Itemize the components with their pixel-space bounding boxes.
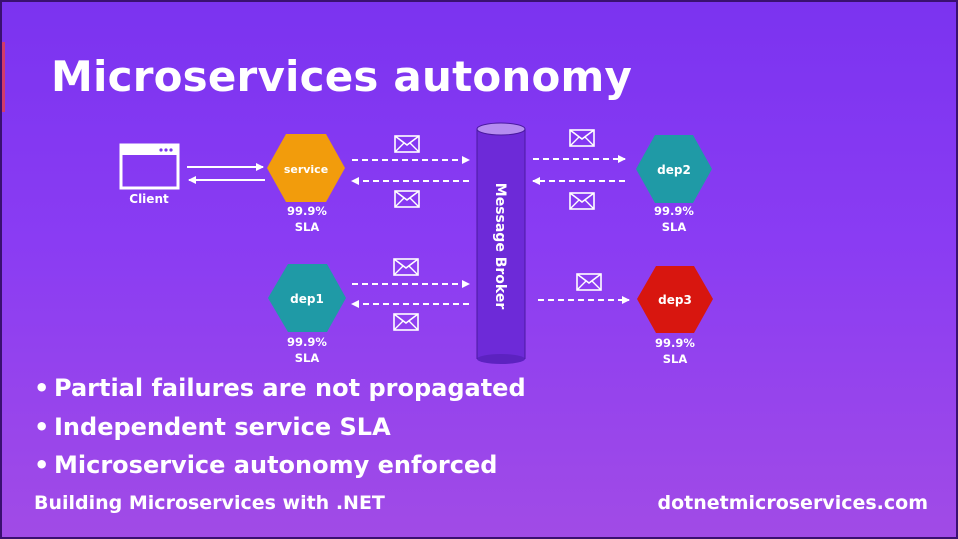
architecture-diagram: Client service 99.9% SLA dep1 99.9% SLA … [119, 122, 713, 366]
dep1-label: dep1 [290, 292, 324, 306]
bullet-item: •Microservice autonomy enforced [34, 451, 498, 479]
dep3-sla-value: 99.9% [655, 336, 695, 350]
envelope-icon [393, 313, 419, 331]
service-label: service [284, 163, 328, 176]
dep3-label: dep3 [658, 293, 692, 307]
dep3-sla-unit: SLA [663, 352, 688, 366]
service-sla-value: 99.9% [287, 204, 327, 218]
envelope-icon [394, 135, 420, 153]
edge-accent [2, 42, 5, 112]
dep1-sla-unit: SLA [295, 351, 320, 365]
envelope-icon [394, 190, 420, 208]
broker-label: Message Broker [492, 183, 508, 310]
dep2-label: dep2 [657, 163, 691, 177]
dep2-sla-value: 99.9% [654, 204, 694, 218]
envelope-icon [569, 192, 595, 210]
service-sla-unit: SLA [295, 220, 320, 234]
bullet-item: •Independent service SLA [34, 412, 391, 441]
client-label: Client [129, 192, 169, 206]
slide-title: Microservices autonomy [51, 52, 633, 101]
bullet-item: •Partial failures are not propagated [34, 374, 526, 402]
envelope-icon [393, 258, 419, 276]
dep2-node: dep2 [636, 135, 712, 203]
dep3-node: dep3 [637, 266, 713, 333]
bullet-list: •Partial failures are not propagated •In… [34, 369, 526, 485]
dep2-sla-unit: SLA [662, 220, 687, 234]
dep1-node: dep1 [268, 264, 346, 332]
envelope-icon [569, 129, 595, 147]
footer-course-title: Building Microservices with .NET [34, 492, 385, 514]
dep1-sla-value: 99.9% [287, 335, 327, 349]
service-node: service [267, 134, 345, 202]
footer-website: dotnetmicroservices.com [657, 492, 928, 514]
envelope-icon [576, 273, 602, 291]
browser-window-icon [119, 143, 180, 190]
message-broker: Message Broker [476, 122, 526, 364]
